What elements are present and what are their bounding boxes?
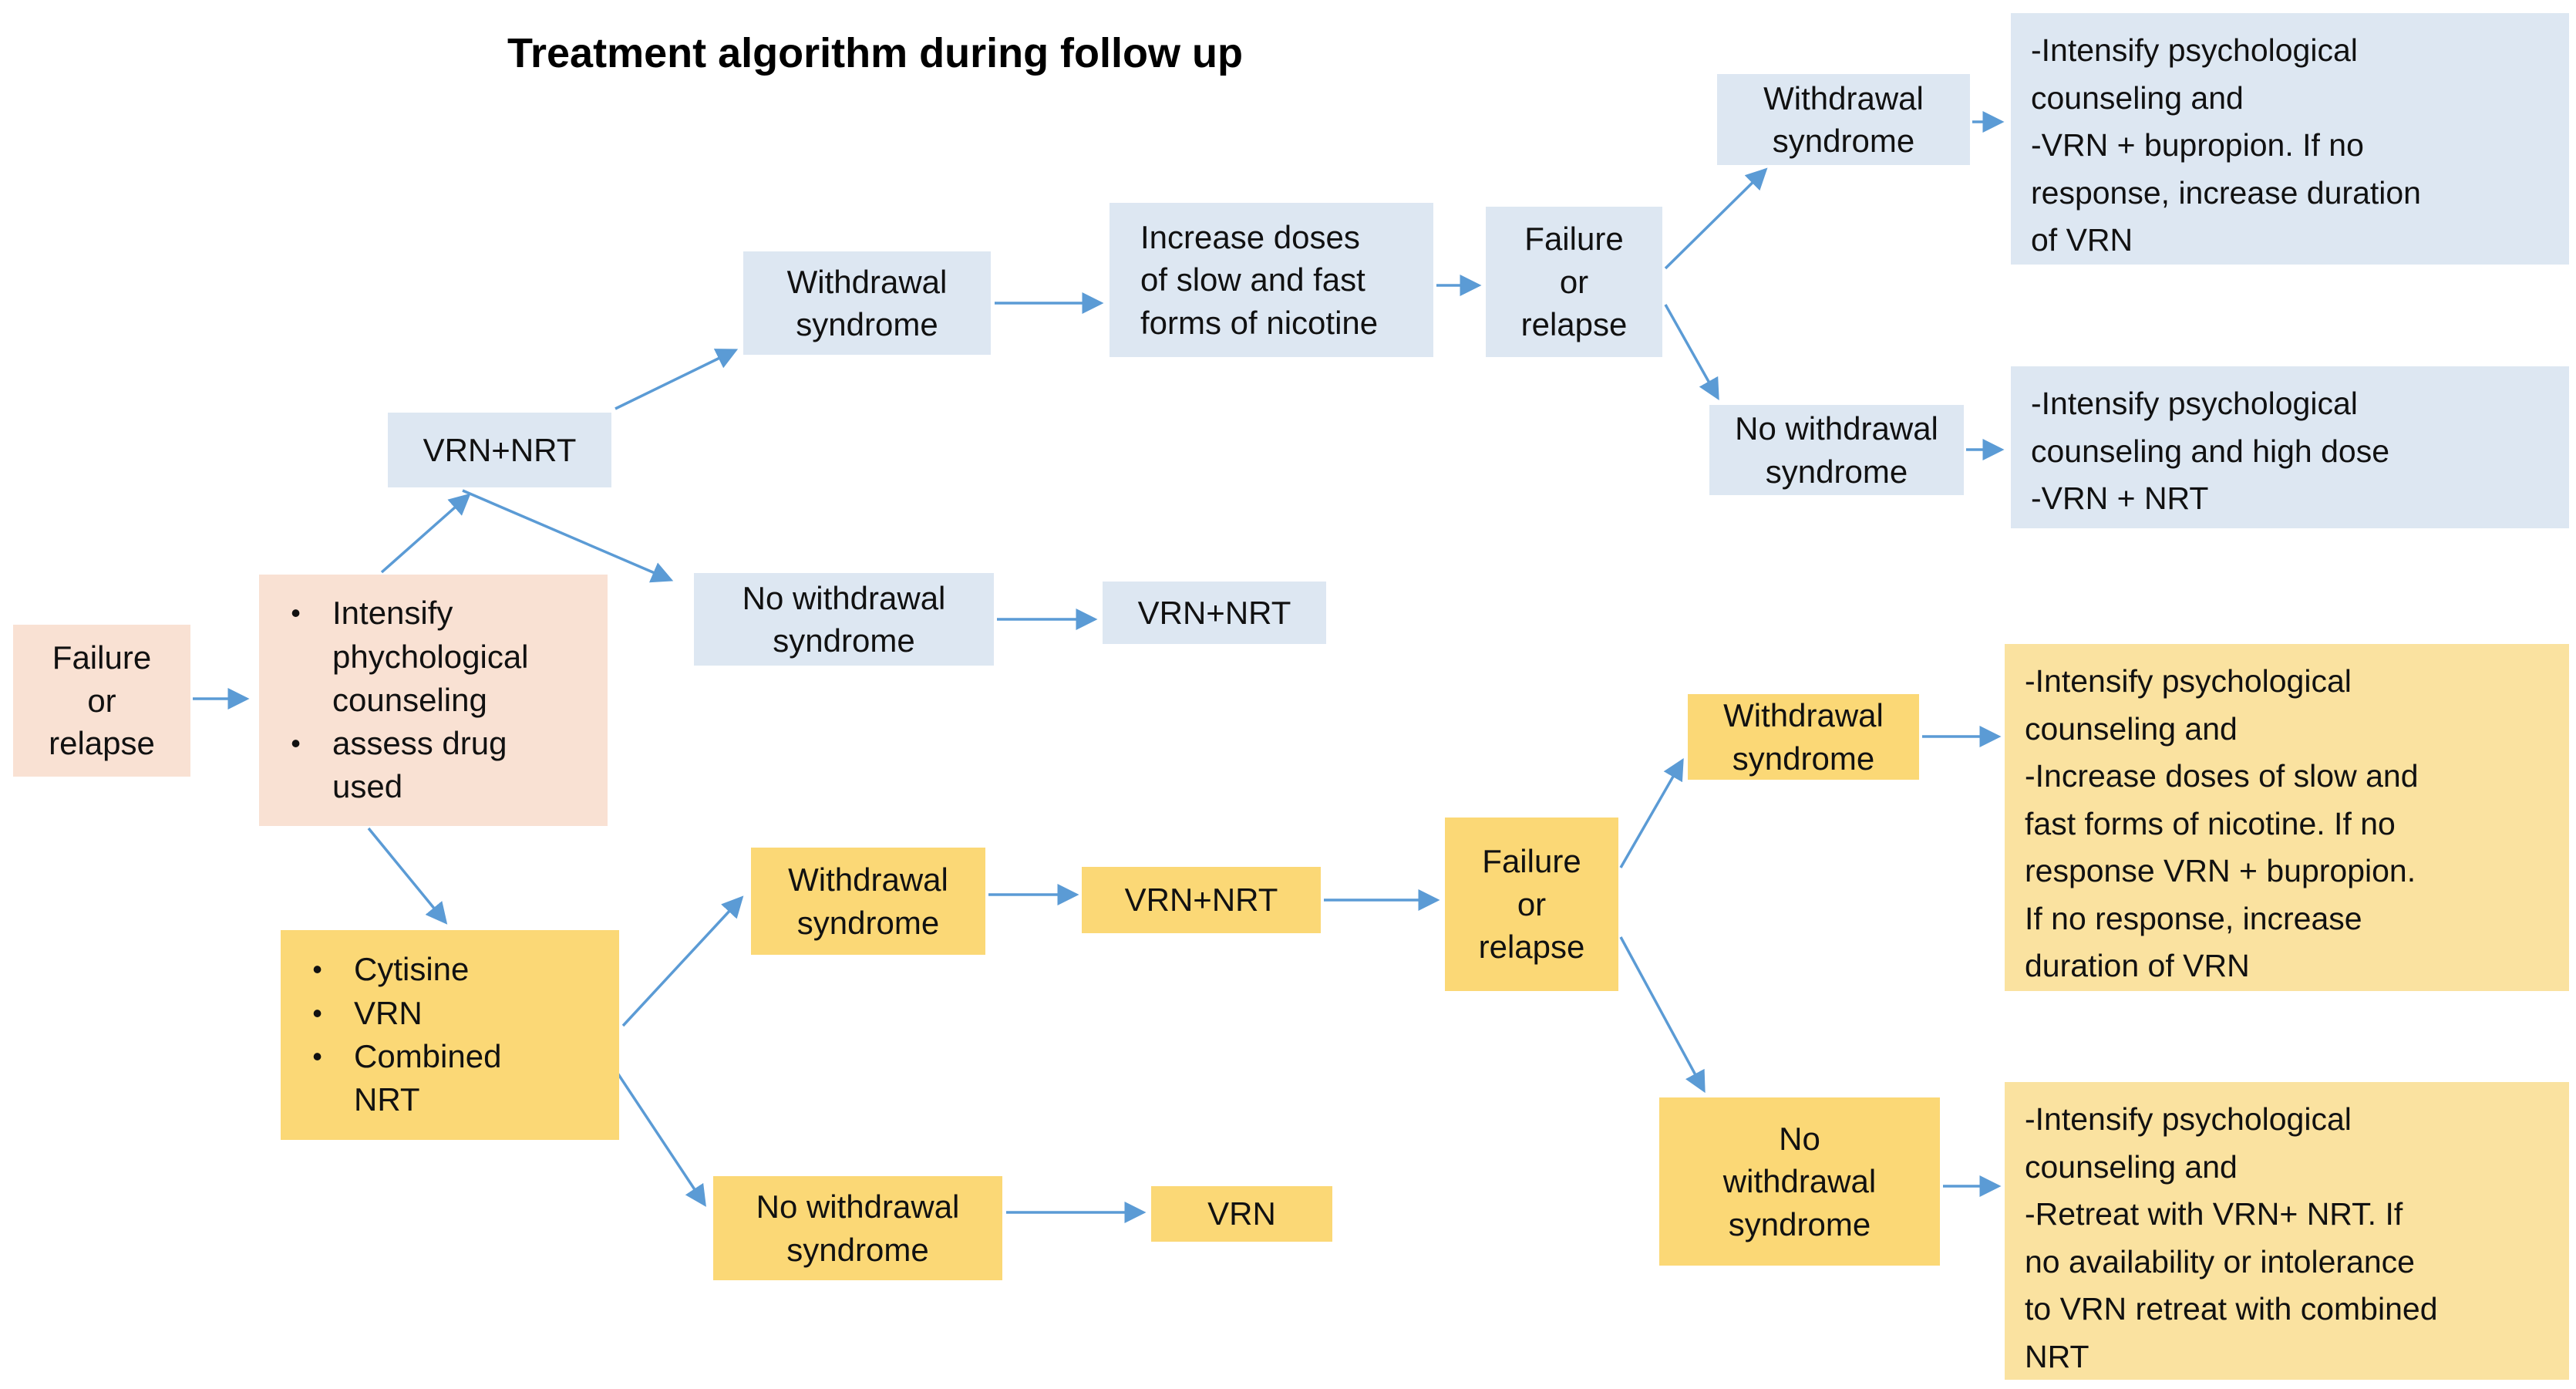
node-failure-or-relapse-yellow: Failure or relapse: [1445, 818, 1618, 991]
arrow-drug-plan-to-withdrawal-yellow: [621, 895, 744, 1027]
node-failure-or-relapse-start: Failure or relapse: [13, 625, 190, 777]
assess-plan-item: • Intensify phychological counseling: [259, 592, 608, 722]
bullet-icon: •: [291, 727, 301, 760]
node-no-withdrawal-syndrome-mid: No withdrawal syndrome: [694, 573, 994, 666]
arrow-failure-top-to-no-withdrawal-right: [1664, 304, 1719, 401]
drug-plan-item-label: VRN: [354, 994, 423, 1031]
node-vrn-nrt-top: VRN+NRT: [388, 413, 611, 487]
node-no-withdrawal-syndrome-right: No withdrawal syndrome: [1709, 405, 1964, 495]
drug-plan-item: • VRN: [281, 992, 619, 1035]
node-withdrawal-syndrome-top: Withdrawal syndrome: [743, 251, 991, 355]
node-vrn-nrt-mid: VRN+NRT: [1103, 582, 1326, 644]
assess-plan-item-label: Intensify phychological counseling: [332, 595, 529, 718]
arrow-failure-yellow-to-no-withdrawal-yellow-right: [1619, 936, 1706, 1094]
node-increase-doses: Increase doses of slow and fast forms of…: [1110, 203, 1433, 357]
arrow-assess-to-drug-plan: [367, 827, 448, 925]
node-drug-plan: • Cytisine • VRN • Combined NRT: [281, 930, 619, 1140]
arrow-vrnnrt-top-to-no-withdrawal-mid: [462, 489, 674, 583]
bullet-icon: •: [291, 597, 301, 629]
diagram-title: Treatment algorithm during follow up: [507, 30, 1243, 76]
node-withdrawal-syndrome-far-right: Withdrawal syndrome: [1717, 74, 1970, 165]
bullet-icon: •: [312, 953, 322, 986]
outcome-retreat-vrn-nrt: -Intensify psychological counseling and …: [2005, 1082, 2569, 1380]
outcome-increase-nicotine-vrn-bupropion: -Intensify psychological counseling and …: [2005, 644, 2569, 991]
node-no-withdrawal-syndrome-bottom: No withdrawal syndrome: [713, 1176, 1002, 1280]
node-vrn-nrt-yellow: VRN+NRT: [1082, 867, 1321, 933]
outcome-vrn-bupropion: -Intensify psychological counseling and …: [2011, 13, 2569, 265]
assess-plan-item-label: assess drug used: [332, 725, 507, 805]
bullet-icon: •: [312, 1040, 322, 1072]
arrow-assess-to-vrnnrt-top: [380, 493, 471, 574]
bullet-icon: •: [312, 996, 322, 1029]
node-no-withdrawal-syndrome-yellow-right: No withdrawal syndrome: [1659, 1097, 1940, 1266]
drug-plan-item-label: Cytisine: [354, 951, 470, 988]
drug-plan-item: • Combined NRT: [281, 1035, 619, 1122]
assess-plan-item: • assess drug used: [259, 722, 608, 809]
drug-plan-item: • Cytisine: [281, 948, 619, 991]
node-assess-plan: • Intensify phychological counseling • a…: [259, 575, 608, 826]
arrow-failure-yellow-to-withdrawal-yellow-right: [1619, 757, 1684, 868]
outcome-high-dose-vrn-nrt: -Intensify psychological counseling and …: [2011, 366, 2569, 528]
node-failure-or-relapse-top-right: Failure or relapse: [1486, 207, 1662, 357]
node-vrn: VRN: [1151, 1186, 1332, 1242]
drug-plan-item-label: Combined NRT: [354, 1038, 502, 1118]
arrow-drug-plan-to-no-withdrawal-bottom: [615, 1071, 706, 1207]
arrow-failure-top-to-withdrawal-far-right: [1664, 167, 1768, 270]
arrow-vrnnrt-top-to-withdrawal-top: [615, 349, 739, 410]
node-withdrawal-syndrome-yellow-right: Withdrawal syndrome: [1688, 694, 1919, 780]
node-withdrawal-syndrome-yellow: Withdrawal syndrome: [751, 848, 985, 955]
